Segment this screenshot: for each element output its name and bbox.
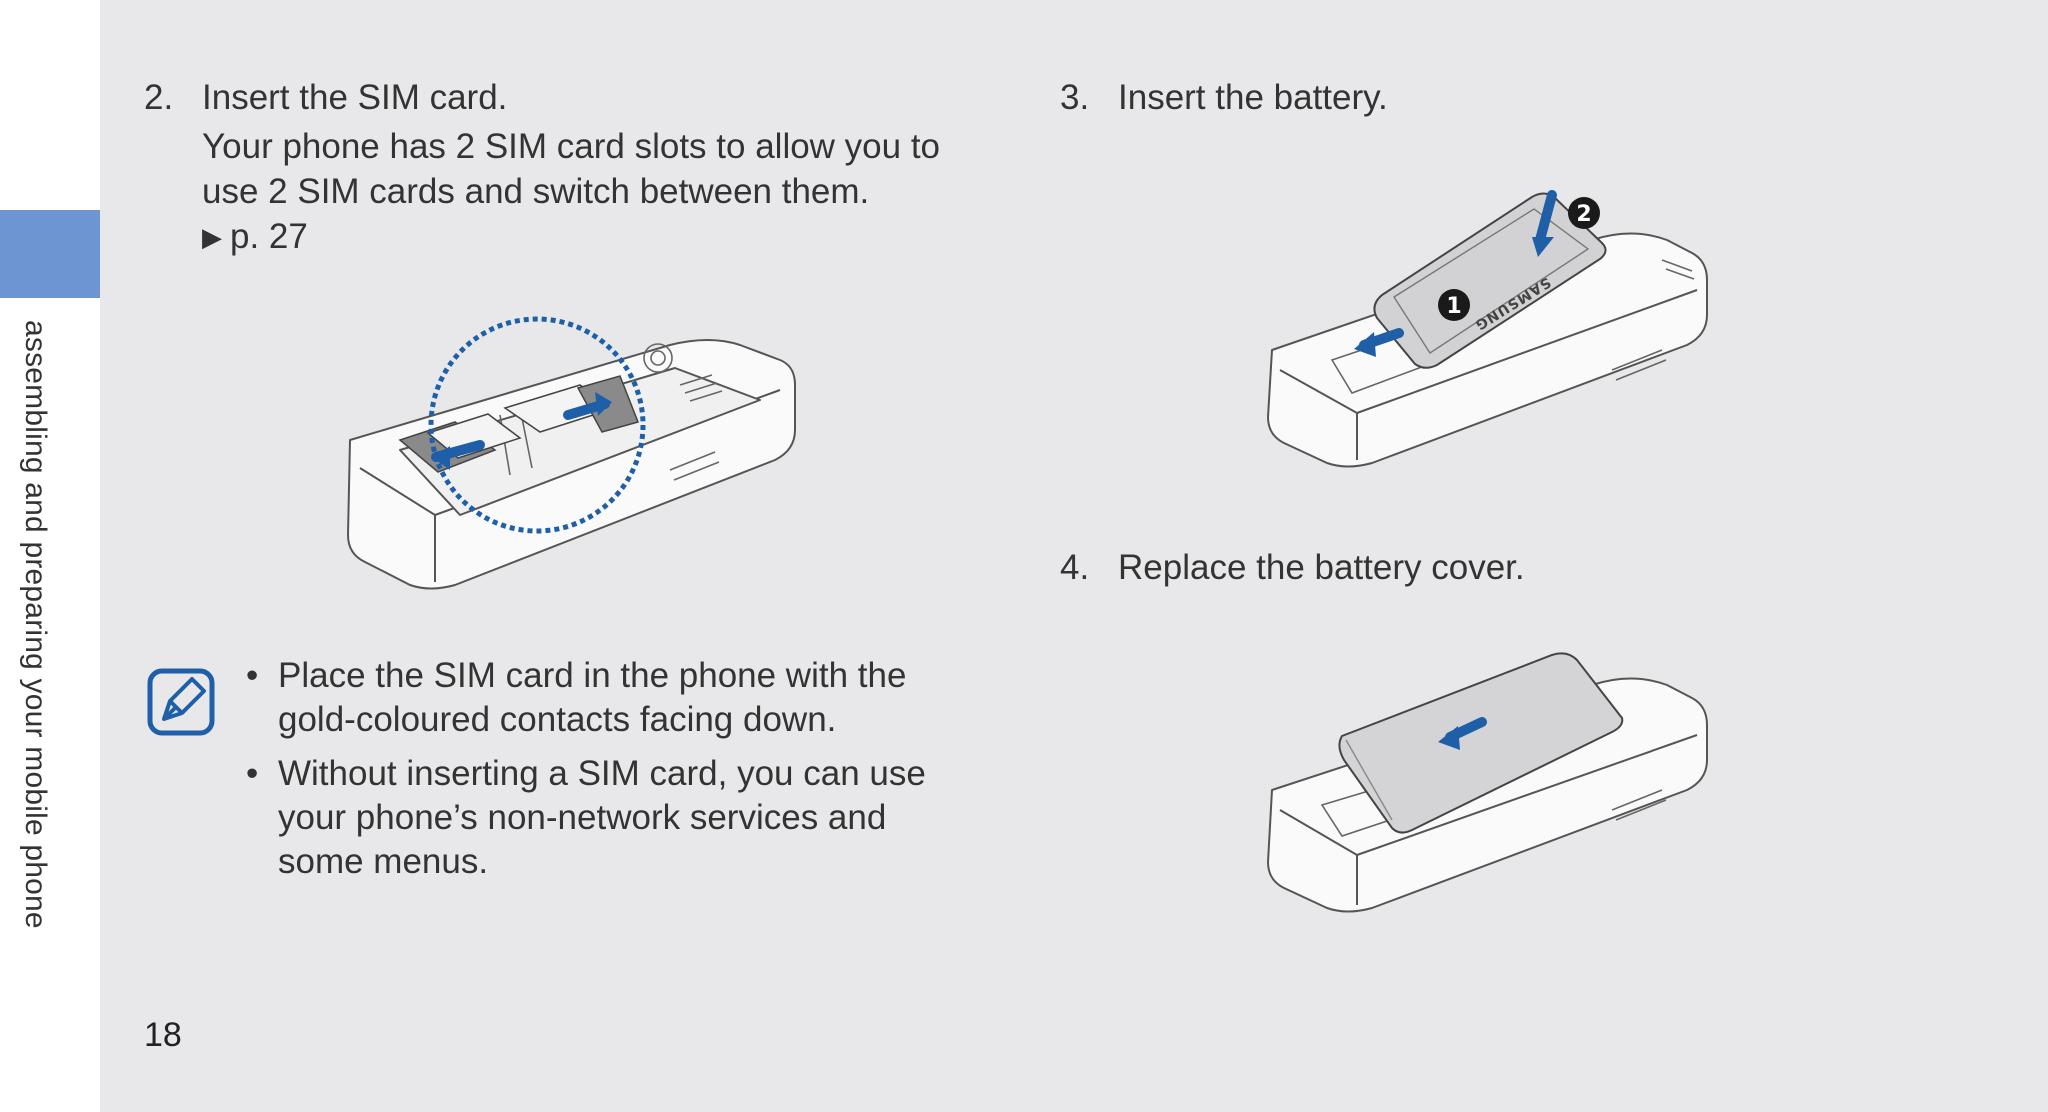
step-2-number: 2. bbox=[144, 78, 174, 117]
step-4-heading: 4. Replace the battery cover. bbox=[1060, 548, 1525, 588]
play-arrow-icon: ▶ bbox=[202, 222, 222, 252]
step-2-description-text: Your phone has 2 SIM card slots to allow… bbox=[202, 127, 941, 211]
step-3-heading: 3. Insert the battery. bbox=[1060, 78, 1388, 118]
battery-illustration: SAMSUNG 1 2 bbox=[1267, 190, 1708, 468]
step-4-number: 4. bbox=[1060, 548, 1090, 587]
note-item: Place the SIM card in the phone with the… bbox=[246, 654, 966, 742]
step-2-heading: 2. Insert the SIM card. bbox=[144, 78, 507, 118]
note-list: Place the SIM card in the phone with the… bbox=[246, 654, 966, 894]
step-3-title: Insert the battery. bbox=[1118, 78, 1388, 117]
page-reference-text: p. 27 bbox=[230, 217, 308, 256]
page-reference-link[interactable]: ▶ p. 27 bbox=[202, 214, 1002, 260]
step-2-title: Insert the SIM card. bbox=[202, 78, 508, 117]
step-3-number: 3. bbox=[1060, 78, 1090, 117]
step-4-title: Replace the battery cover. bbox=[1118, 548, 1525, 587]
step-2-description: Your phone has 2 SIM card slots to allow… bbox=[202, 124, 1002, 260]
callout-2: 2 bbox=[1576, 202, 1591, 227]
page-number: 18 bbox=[144, 1016, 182, 1054]
note-pencil-icon bbox=[147, 668, 215, 736]
battery-cover-illustration bbox=[1267, 652, 1708, 913]
callout-1: 1 bbox=[1446, 294, 1461, 319]
note-item: Without inserting a SIM card, you can us… bbox=[246, 752, 966, 884]
sim-card-illustration bbox=[347, 316, 796, 590]
section-label: assembling and preparing your mobile pho… bbox=[19, 320, 52, 929]
sidebar: assembling and preparing your mobile pho… bbox=[0, 0, 100, 1112]
sidebar-section-tab bbox=[0, 210, 100, 298]
